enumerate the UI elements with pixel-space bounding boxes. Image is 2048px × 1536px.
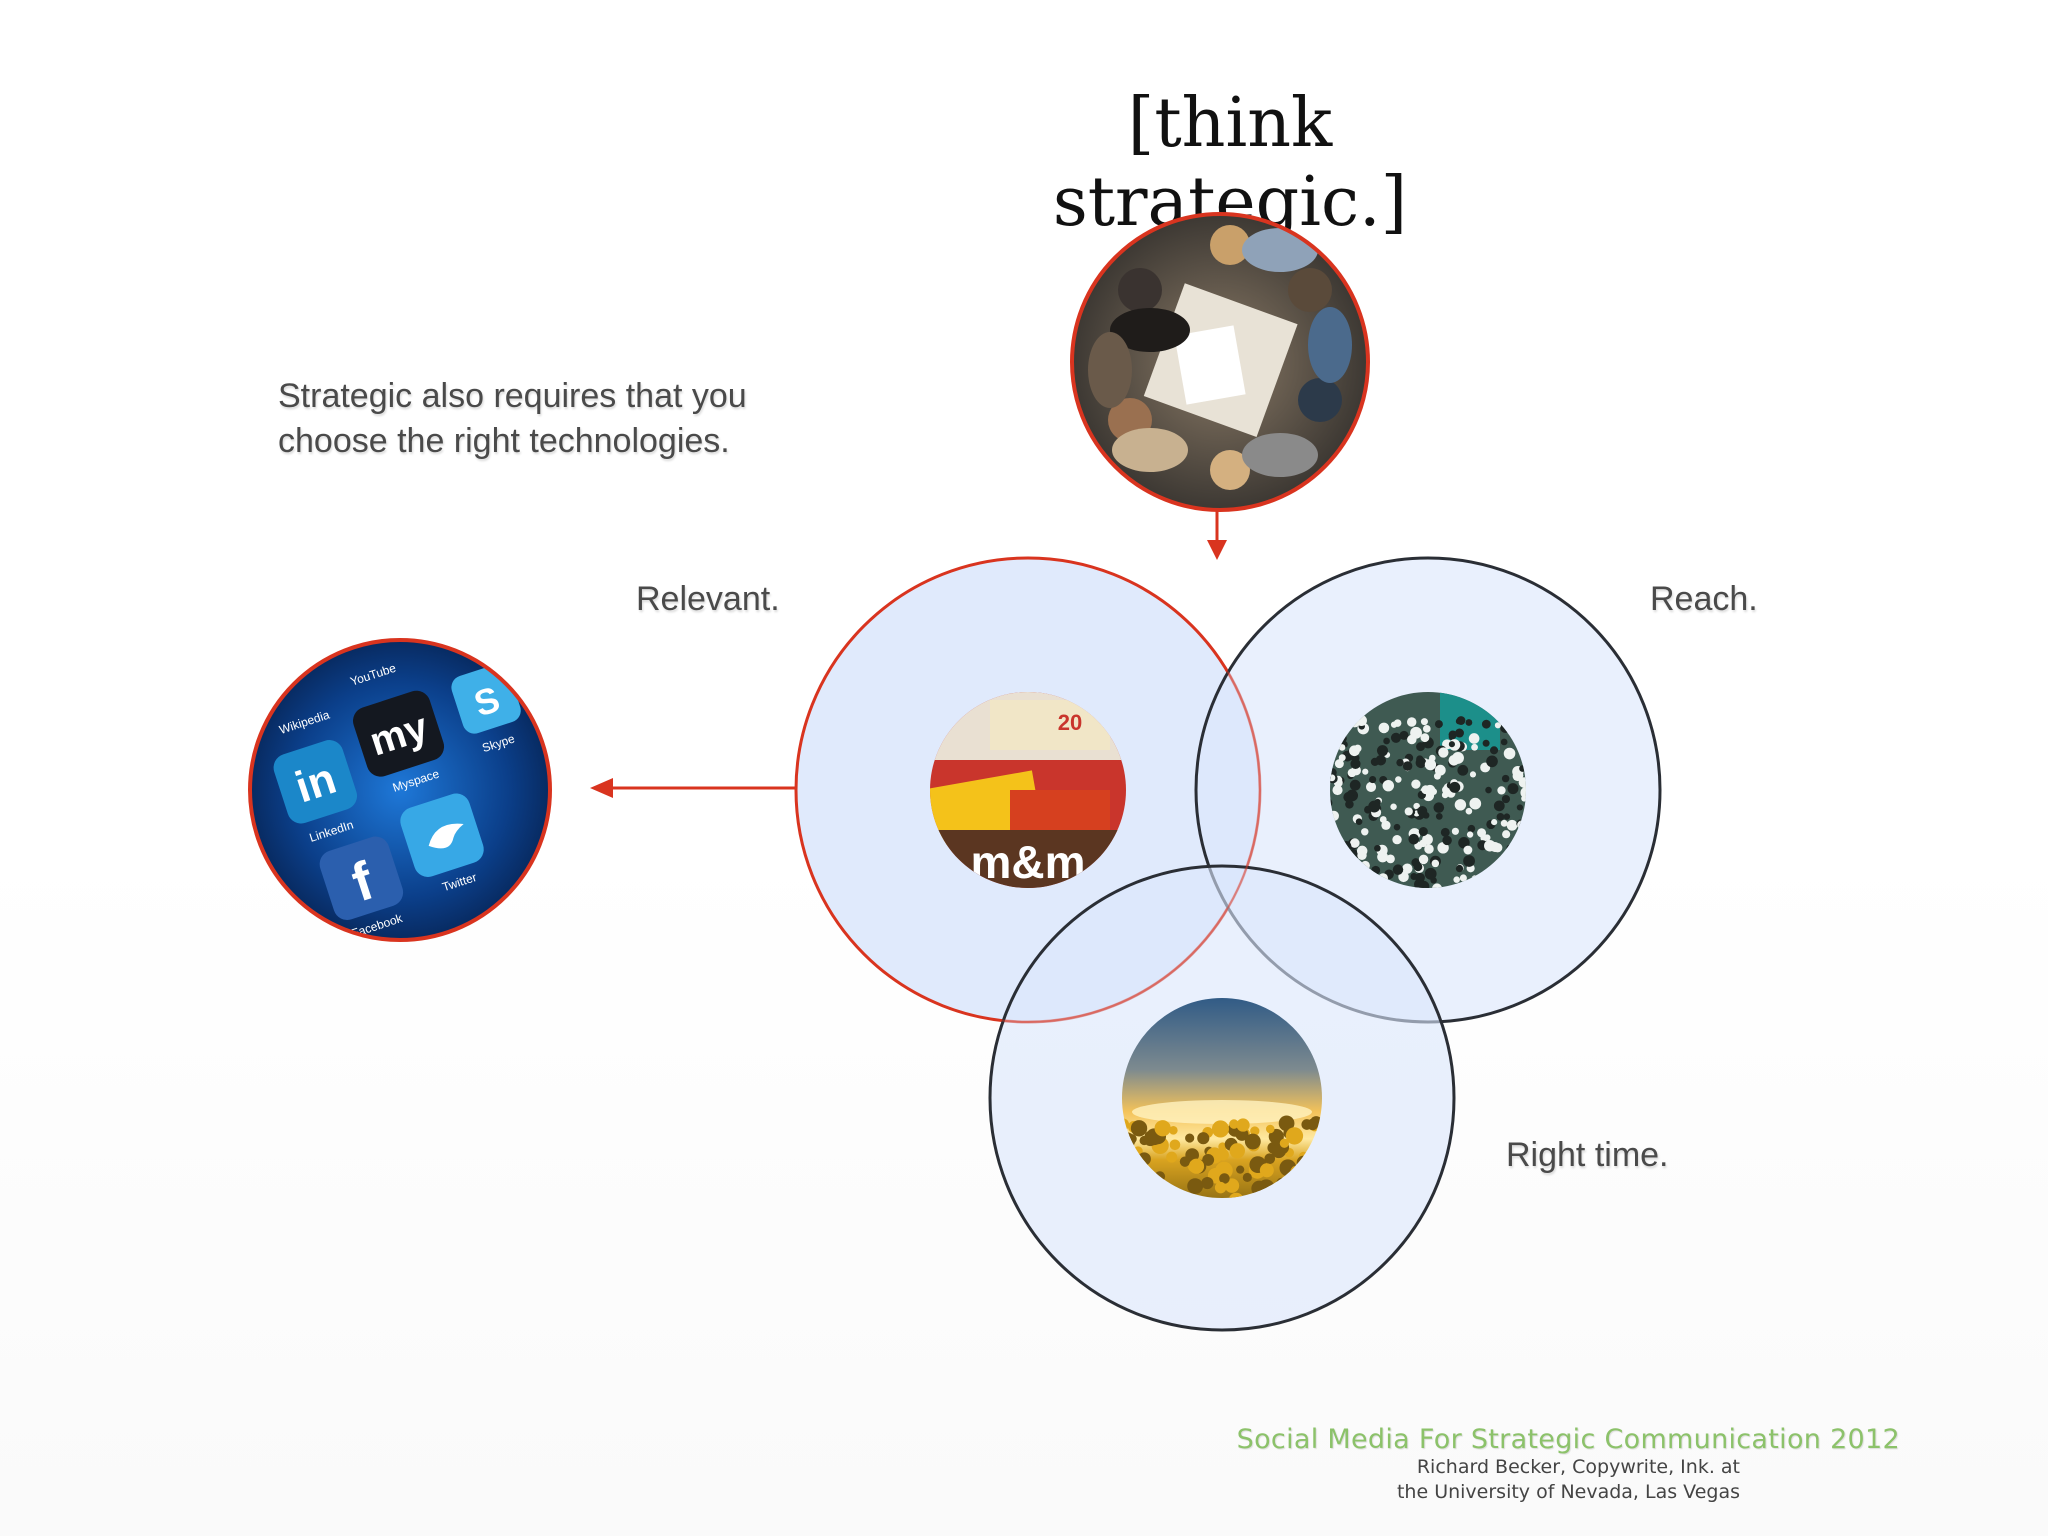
meeting-photo [1070, 212, 1370, 512]
strategy-note: Strategic also requires that you choose … [278, 374, 838, 464]
strategy-note-line-2: choose the right technologies. [278, 422, 730, 460]
label-relevant: Relevant. [636, 580, 780, 618]
social-tech-photo: in my f LinkedIn Myspace Facebook Twitte… [248, 638, 552, 942]
crowd-photo [1330, 692, 1526, 888]
label-right-time: Right time. [1506, 1136, 1669, 1174]
svg-text:20: 20 [1058, 710, 1082, 735]
arrow-left [590, 778, 795, 798]
label-reach: Reach. [1650, 580, 1758, 618]
footer-title: Social Media For Strategic Communication… [1236, 1424, 1900, 1455]
arrow-down [1207, 510, 1227, 560]
footer-credit-line-1: Richard Becker, Copywrite, Ink. at [1416, 1456, 1740, 1478]
footer-credit-line-2: the University of Nevada, Las Vegas [1396, 1481, 1740, 1503]
strategy-note-line-1: Strategic also requires that you [278, 377, 747, 415]
slide-title: [think strategic.] [1052, 84, 1408, 242]
footer: Social Media For Strategic Communication… [1180, 1424, 1900, 1505]
svg-text:m&m: m&m [970, 836, 1085, 888]
